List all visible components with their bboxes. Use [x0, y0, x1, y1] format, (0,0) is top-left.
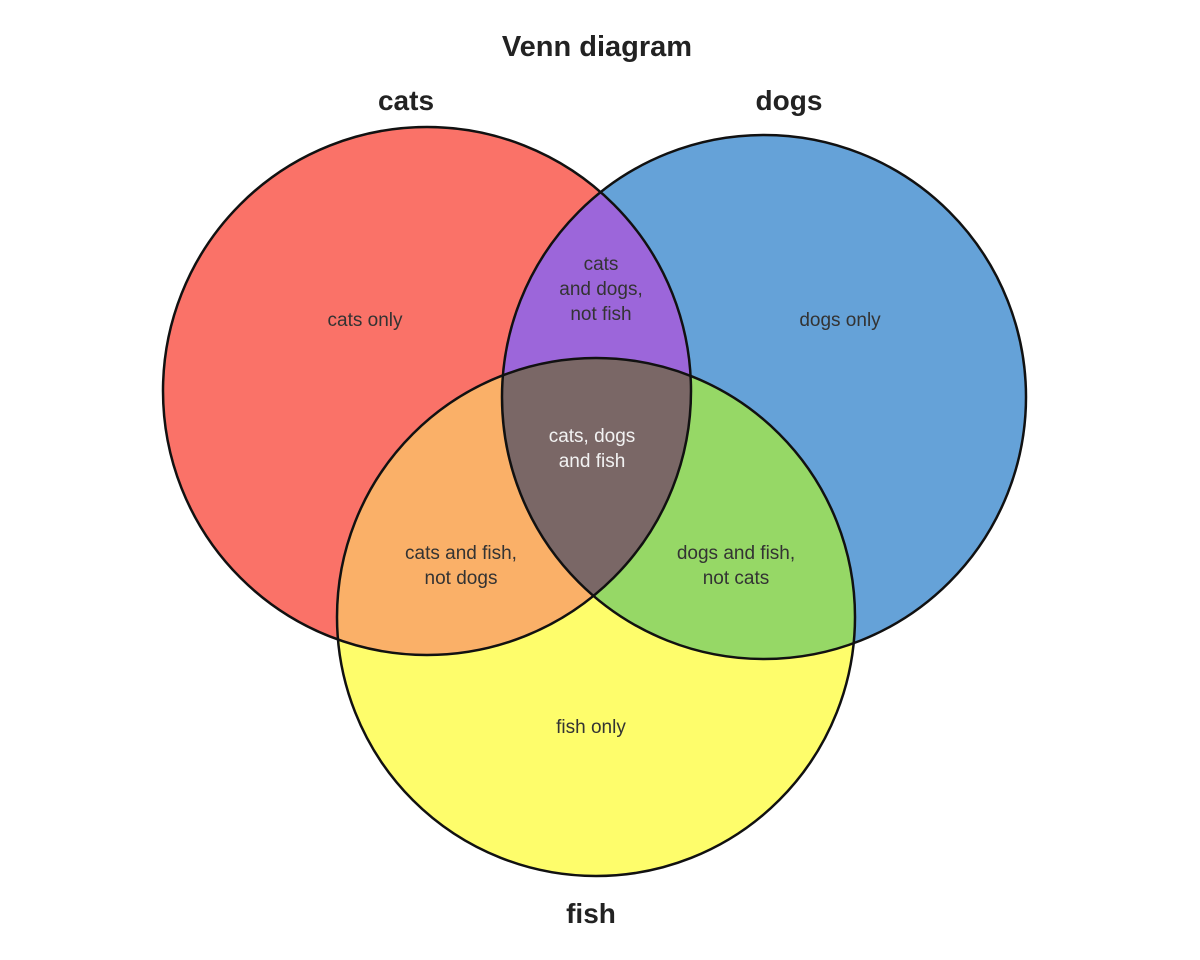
set-label-cats: cats [378, 85, 434, 116]
region-label-dogs-fish: dogs and fish, not cats [677, 543, 795, 589]
region-label-line: and dogs, [559, 279, 642, 300]
set-label-fish: fish [566, 898, 616, 929]
region-label-fish-only: fish only [556, 717, 626, 738]
region-label-line: dogs and fish, [677, 543, 795, 564]
region-label-line: and fish [559, 451, 626, 472]
diagram-title: Venn diagram [502, 31, 692, 63]
region-label-line: not dogs [425, 568, 498, 589]
region-label-line: cats and fish, [405, 543, 517, 564]
region-label-cats-fish: cats and fish, not dogs [405, 543, 517, 589]
region-label-cats-dogs: cats and dogs, not fish [559, 254, 642, 325]
set-label-dogs: dogs [756, 85, 823, 116]
region-label-line: cats, dogs [549, 426, 636, 447]
region-label-cats-only: cats only [328, 310, 403, 331]
region-label-line: not cats [703, 568, 770, 589]
region-label-line: fish only [556, 717, 626, 738]
region-label-line: cats only [328, 310, 403, 331]
dogs-outline [500, 133, 1028, 661]
region-label-line: dogs only [799, 310, 881, 331]
region-label-line: cats [584, 254, 619, 275]
cats-outline [161, 125, 693, 657]
region-label-line: not fish [570, 304, 631, 325]
fish-outline [335, 356, 857, 878]
region-label-dogs-only: dogs only [799, 310, 881, 331]
region-label-all: cats, dogs and fish [549, 426, 636, 472]
